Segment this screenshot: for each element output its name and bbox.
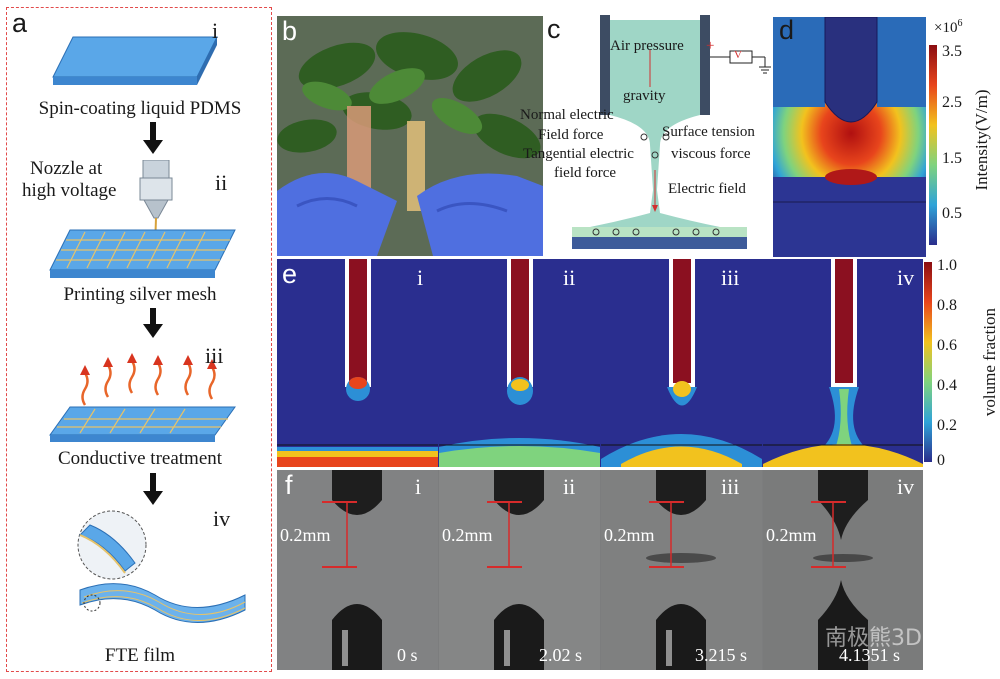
step-iii-roman: iii [205,343,224,368]
e-tick-3: 0.6 [937,337,957,354]
arrow-2 [143,308,163,338]
e-cell-i [277,259,438,467]
surface-tension-text: Surface tension [662,124,755,140]
panel-e-colorbar-label: volume fraction [980,307,999,417]
plus-symbol: + [706,38,715,54]
panel-b-label: b [282,16,298,46]
pdms-slab-illustration [52,36,218,85]
f-time-ii: 2.02 s [539,645,583,665]
tangential-text-1: Tangential electric [523,146,634,162]
fte-film-illustration [77,510,246,623]
f-cell-iii [601,470,762,670]
panel-f-photos: f i ii iii iv 0.2mm 0.2mm 0.2mm 0.2mm 0 … [277,470,923,670]
gravity-text: gravity [623,88,666,104]
e-tick-2: 0.8 [937,297,957,314]
arrow-1 [143,122,163,154]
panel-b-photo: b [277,16,543,256]
f-roman-iv: iv [897,474,915,499]
voltage-symbol: V [734,49,742,61]
panel-d-colorbar-label: Intensity(V/m) [972,89,991,191]
electric-field-text: Electric field [668,181,746,197]
conductive-treatment-illustration [49,353,236,442]
viscous-force-text: viscous force [671,146,751,162]
photo-plant-gloves [277,16,543,256]
step-iii-caption: Conductive treatment [57,448,223,469]
watermark: 南极熊3D [825,626,922,651]
nozzle-text-2: high voltage [22,180,117,201]
d-tick-2: 2.5 [942,94,962,111]
electric-field-map [773,17,926,257]
f-scale-ii: 0.2mm [442,525,493,545]
f-cell-iv [763,470,923,670]
f-time-iii: 3.215 s [695,645,748,665]
f-time-iv: 4.1351 s [839,645,901,665]
nozzle-text-1: Nozzle at [30,158,103,179]
panel-d-simulation: d [773,17,926,257]
panel-c-schematic [572,15,771,249]
panel-d-label: d [779,17,795,45]
f-scale-i: 0.2mm [280,525,331,545]
step-iv-roman: iv [213,506,231,531]
step-ii-roman: ii [215,170,228,195]
e-roman-iii: iii [721,265,740,290]
f-time-i: 0 s [397,645,418,665]
normal-force-text-1: Normal electric [520,107,614,123]
f-roman-iii: iii [721,474,740,499]
panel-a [6,7,272,672]
e-cell-iv [763,259,923,467]
e-cell-ii [439,259,600,467]
step-ii-caption: Printing silver mesh [63,284,217,305]
e-roman-iv: iv [897,265,915,290]
normal-force-text-2: Field force [538,127,604,143]
f-roman-ii: ii [563,474,576,499]
panel-f-label: f [285,470,293,500]
d-tick-1: 3.5 [942,43,962,60]
f-roman-i: i [415,474,422,499]
step-i-caption: Spin-coating liquid PDMS [38,98,242,119]
e-cell-iii [601,259,762,467]
panel-a-label: a [12,8,28,38]
e-tick-5: 0.2 [937,417,957,434]
f-cell-i [277,470,438,670]
f-cell-ii [439,470,600,670]
step-iv-caption: FTE film [104,645,176,666]
air-pressure-text: Air pressure [610,38,684,54]
panel-d-colorbar [929,45,937,245]
step-i-roman: i [212,18,219,43]
colorbar-exponent: ×106 [934,18,963,36]
nozzle-mesh-illustration [49,160,236,278]
arrow-3 [143,473,163,505]
e-roman-ii: ii [563,265,576,290]
tangential-text-2: field force [554,165,617,181]
panel-e-colorbar [924,262,932,462]
panel-e-label: e [282,259,298,289]
e-roman-i: i [417,265,424,290]
f-scale-iv: 0.2mm [766,525,817,545]
e-tick-4: 0.4 [937,377,957,394]
panel-e-simulation: e i ii iii iv [277,259,923,467]
e-tick-6: 0 [937,452,945,469]
panel-c-label: c [547,14,561,44]
f-scale-iii: 0.2mm [604,525,655,545]
d-tick-3: 1.5 [942,150,962,167]
e-tick-1: 1.0 [937,257,957,274]
d-tick-4: 0.5 [942,205,962,222]
